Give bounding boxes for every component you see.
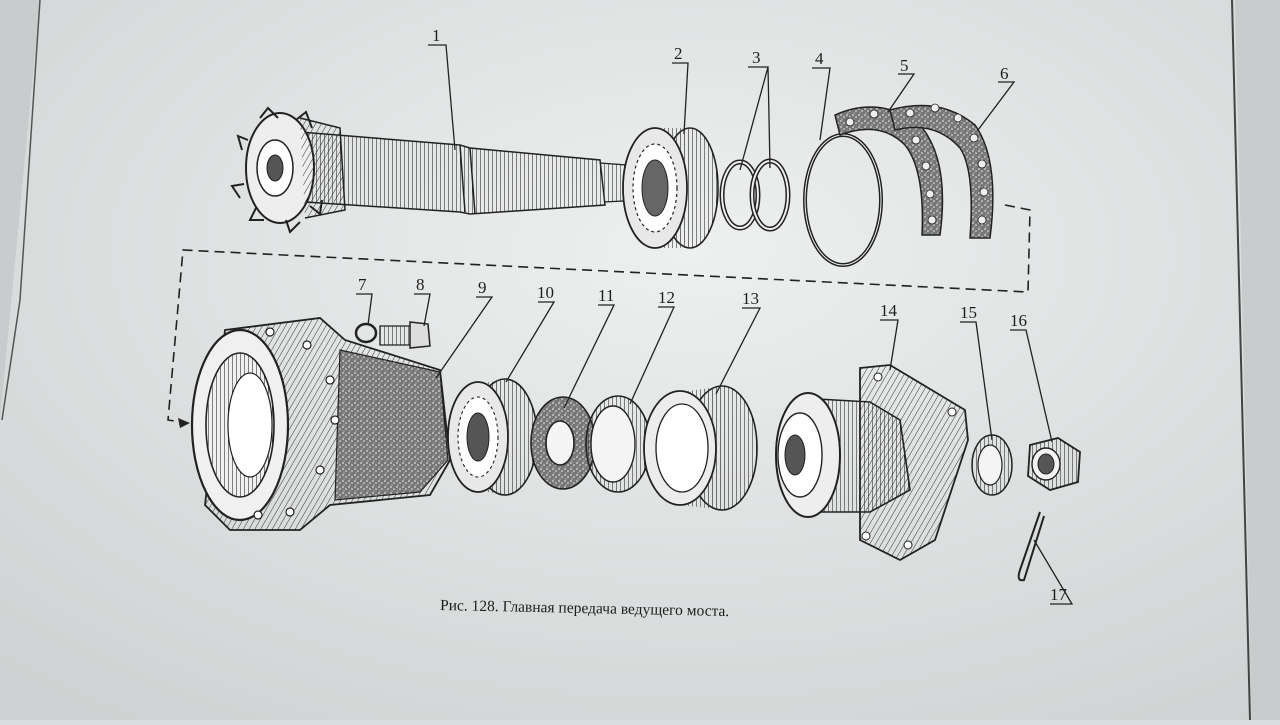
label-part-12: 12 — [658, 288, 675, 307]
part-5-gasket — [834, 106, 944, 236]
part-8-bolt — [379, 321, 431, 349]
part-14-flange — [775, 364, 969, 562]
label-part-2: 2 — [674, 44, 683, 63]
label-part-8: 8 — [416, 275, 425, 294]
label-part-1: 1 — [432, 26, 441, 45]
part-16-castle-nut — [1027, 437, 1081, 491]
leader-lines — [356, 44, 1074, 605]
label-part-3: 3 — [752, 48, 761, 67]
part-number-labels: 1 2 3 4 5 6 7 8 9 10 11 12 13 14 15 16 1… — [358, 26, 1068, 604]
label-part-5: 5 — [900, 56, 909, 75]
part-10-bearing — [447, 378, 538, 496]
part-12-ring — [585, 395, 651, 493]
label-part-13: 13 — [742, 289, 759, 308]
assembly-dashed-line — [167, 204, 1031, 424]
label-part-4: 4 — [815, 49, 824, 68]
label-part-11: 11 — [598, 286, 614, 305]
part-7-lock-washer — [354, 322, 378, 344]
part-13-race — [643, 385, 758, 511]
page-edge-left — [1, 0, 41, 421]
label-part-17: 17 — [1050, 585, 1068, 604]
assembly-arrowhead — [178, 418, 190, 428]
part-9-housing — [190, 317, 451, 531]
label-part-9: 9 — [478, 278, 487, 297]
pinion-gear — [230, 106, 346, 234]
part-4-o-ring — [803, 133, 883, 267]
part-6-gasket — [889, 103, 994, 239]
label-part-14: 14 — [880, 301, 898, 320]
part-15-washer — [971, 434, 1013, 496]
label-part-15: 15 — [960, 303, 977, 322]
label-part-10: 10 — [537, 283, 554, 302]
figure-caption: Рис. 128. Главная передача ведущего мост… — [440, 597, 730, 620]
label-part-16: 16 — [1010, 311, 1027, 330]
label-part-7: 7 — [358, 275, 367, 294]
label-part-6: 6 — [1000, 64, 1009, 83]
part-2-bearing — [622, 127, 719, 249]
part-17-cotter-pin — [1017, 511, 1045, 582]
part-11-splined-washer — [530, 396, 596, 490]
page-edge-right — [1231, 0, 1251, 721]
